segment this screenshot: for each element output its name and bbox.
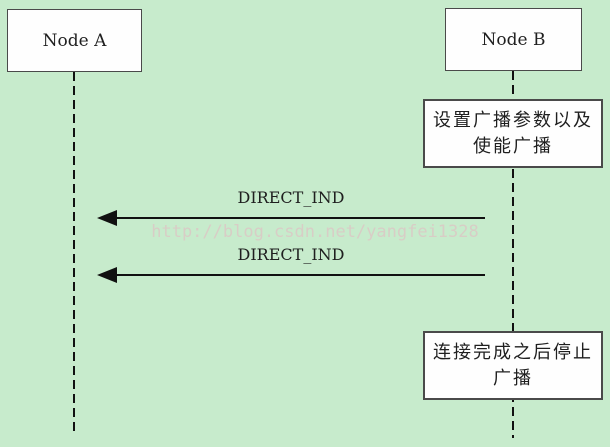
arrowhead-left-icon <box>97 210 117 226</box>
watermark-url: http://blog.csdn.net/yangfei1328 <box>151 222 479 242</box>
message-arrow-line-2 <box>107 274 485 276</box>
actor-label-node-b: Node B <box>481 29 546 50</box>
lifeline-node-b <box>512 71 514 438</box>
actor-box-node-a: Node A <box>7 9 142 72</box>
message-arrow-line-1 <box>107 217 485 219</box>
arrowhead-left-icon <box>97 267 117 283</box>
message-label-direct-ind-2: DIRECT_IND <box>237 245 345 264</box>
actor-label-node-a: Node A <box>42 30 107 51</box>
lifeline-node-a <box>73 72 75 436</box>
message-label-direct-ind-1: DIRECT_IND <box>237 188 345 207</box>
actor-box-node-b: Node B <box>445 8 582 71</box>
note-set-broadcast-params: 设置广播参数以及 使能广播 <box>423 99 603 168</box>
note-stop-broadcast: 连接完成之后停止 广播 <box>423 331 603 400</box>
